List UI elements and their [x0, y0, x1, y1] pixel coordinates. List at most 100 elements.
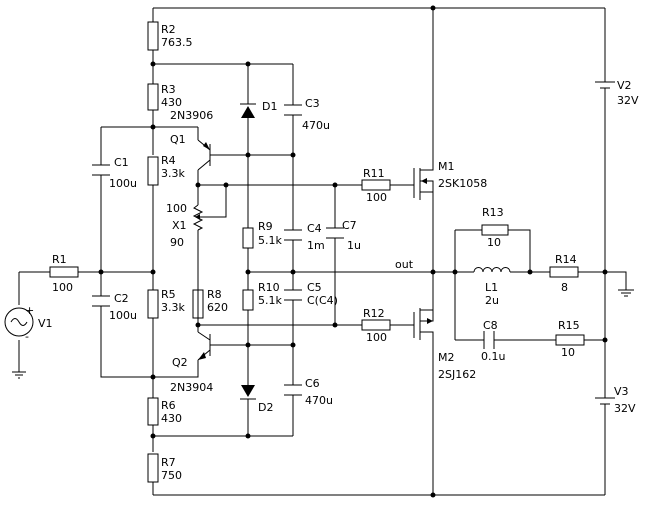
r13-value: 10 — [487, 236, 501, 249]
c5-ref: C5 — [307, 281, 322, 294]
labels: R1 100 R2 763.5 R3 430 2N3906 Q1 R4 3.3k… — [38, 23, 639, 482]
c5-value: C(C4) — [307, 294, 338, 307]
r13-ref: R13 — [482, 206, 504, 219]
resistor-r4 — [147, 156, 159, 186]
r12-ref: R12 — [363, 307, 385, 320]
q2-model: 2N3904 — [170, 381, 213, 394]
ground-output — [618, 289, 634, 297]
r2-ref: R2 — [161, 23, 176, 36]
r14-value: 8 — [561, 281, 568, 294]
c2-value: 100u — [109, 309, 137, 322]
c3-ref: C3 — [305, 97, 320, 110]
r4-ref: R4 — [161, 154, 176, 167]
resistor-r8 — [192, 289, 204, 319]
r10-value: 5.1k — [258, 294, 282, 307]
r12-value: 100 — [366, 331, 387, 344]
resistor-r15 — [555, 334, 585, 346]
resistor-r13 — [481, 224, 509, 236]
r7-value: 750 — [161, 469, 182, 482]
m1-model: 2SK1058 — [438, 177, 487, 190]
m1-ref: M1 — [438, 160, 455, 173]
c8-value: 0.1u — [481, 350, 505, 363]
v1-plus: + — [25, 304, 34, 317]
capacitor-c4 — [284, 229, 302, 241]
capacitor-c1 — [92, 164, 110, 176]
net-out: out — [395, 258, 414, 271]
x1-top: 100 — [166, 202, 187, 215]
r1-value: 100 — [52, 281, 73, 294]
r14-ref: R14 — [555, 253, 577, 266]
mosfet-m2 — [413, 308, 434, 344]
q2-ref: Q2 — [172, 356, 188, 369]
r11-value: 100 — [366, 191, 387, 204]
c2-ref: C2 — [114, 292, 129, 305]
r8-ref: R8 — [207, 288, 222, 301]
x1-bottom: 90 — [170, 236, 184, 249]
resistors — [49, 21, 585, 483]
transistor-q2 — [197, 331, 211, 361]
junctions — [98, 5, 608, 498]
c6-ref: C6 — [305, 377, 320, 390]
resistor-r3 — [147, 83, 159, 111]
resistor-r5 — [147, 289, 159, 319]
c8-ref: C8 — [483, 319, 498, 332]
c7-value: 1u — [347, 239, 361, 252]
c3-value: 470u — [302, 119, 330, 132]
battery-v3 — [595, 397, 615, 412]
capacitor-c8 — [483, 331, 495, 349]
ground-input — [12, 371, 26, 379]
diode-d1 — [240, 98, 256, 118]
r9-value: 5.1k — [258, 234, 282, 247]
mosfet-m1 — [413, 158, 434, 200]
r6-value: 430 — [161, 412, 182, 425]
r5-value: 3.3k — [161, 301, 185, 314]
resistor-r1 — [49, 266, 79, 278]
capacitor-c2 — [92, 295, 110, 307]
r5-ref: R5 — [161, 288, 176, 301]
capacitor-c7 — [326, 227, 344, 239]
r3-ref: R3 — [161, 83, 176, 96]
q1-model: 2N3906 — [170, 109, 213, 122]
potentiometer-x1 — [192, 204, 206, 231]
capacitor-c6 — [284, 384, 302, 396]
r4-value: 3.3k — [161, 167, 185, 180]
resistor-r7 — [147, 453, 159, 483]
r6-ref: R6 — [161, 399, 176, 412]
r9-ref: R9 — [258, 220, 273, 233]
capacitor-c5 — [284, 289, 302, 301]
q1-ref: Q1 — [170, 133, 186, 146]
l1-value: 2u — [485, 294, 499, 307]
l1-ref: L1 — [485, 281, 498, 294]
r15-value: 10 — [561, 346, 575, 359]
source-v1 — [4, 307, 34, 337]
c6-value: 470u — [305, 394, 333, 407]
battery-v2 — [595, 81, 615, 96]
inductor-l1 — [473, 267, 511, 273]
c1-ref: C1 — [114, 156, 129, 169]
c1-value: 100u — [109, 177, 137, 190]
r10-ref: R10 — [258, 281, 280, 294]
resistor-r12 — [361, 319, 391, 331]
r7-ref: R7 — [161, 456, 176, 469]
resistor-r11 — [361, 179, 391, 191]
c7-ref: C7 — [342, 219, 357, 232]
v3-value: 32V — [614, 402, 636, 415]
diode-d2 — [240, 385, 256, 405]
x1-ref: X1 — [172, 219, 187, 232]
transistor-q1 — [197, 139, 211, 171]
r8-value: 620 — [207, 301, 228, 314]
v2-ref: V2 — [617, 79, 632, 92]
d1-ref: D1 — [262, 100, 277, 113]
resistor-r2 — [147, 21, 159, 51]
v1-ref: V1 — [38, 317, 53, 330]
resistor-r9 — [242, 227, 254, 249]
r2-value: 763.5 — [161, 36, 193, 49]
v1-minus: - — [25, 330, 29, 343]
resistor-r14 — [549, 266, 579, 278]
resistor-r10 — [242, 289, 254, 311]
v3-ref: V3 — [614, 385, 629, 398]
c4-value: 1m — [307, 239, 325, 252]
capacitors — [92, 104, 495, 396]
capacitor-c3 — [284, 104, 302, 116]
